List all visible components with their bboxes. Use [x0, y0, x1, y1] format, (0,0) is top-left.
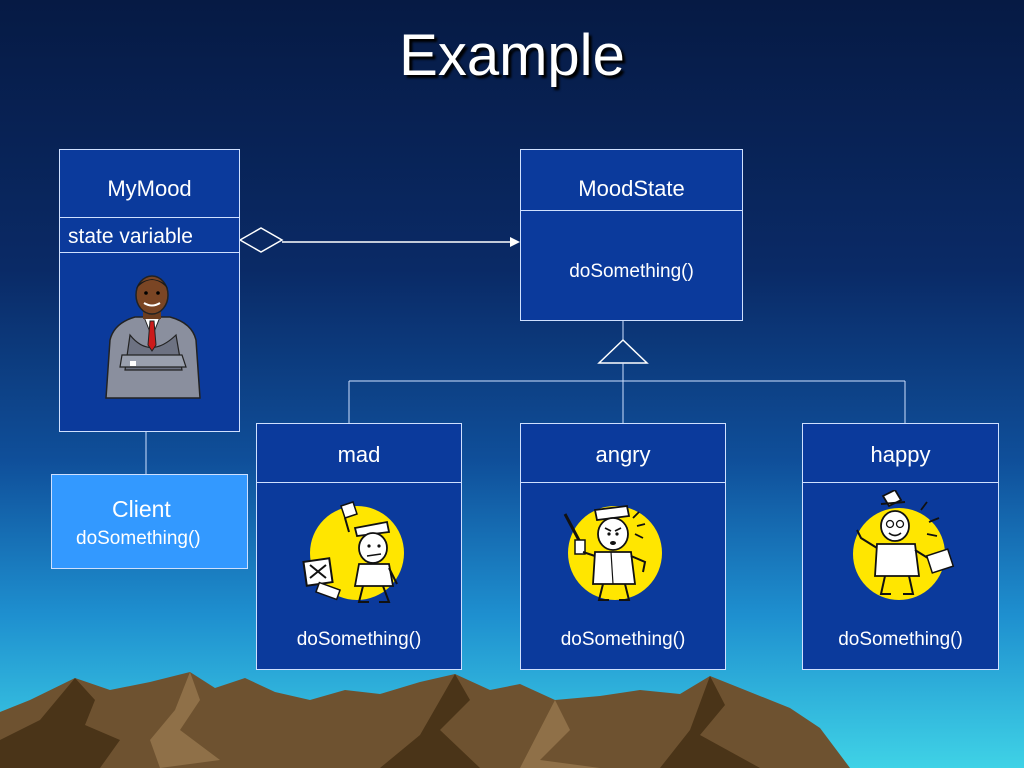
- inheritance-triangle: [597, 338, 649, 364]
- state-divider-mad: [257, 482, 461, 483]
- slide-title: Example: [399, 23, 625, 88]
- state-box-happy[interactable]: happy doSomething(): [802, 423, 999, 670]
- state-method-happy: doSomething(): [838, 629, 963, 650]
- moodstate-class-box[interactable]: MoodState doSomething(): [520, 149, 743, 321]
- mymood-divider-bottom: [60, 252, 239, 253]
- mad-person-icon: [297, 498, 407, 608]
- moodstate-method: doSomething(): [569, 261, 694, 282]
- client-method: doSomething(): [76, 528, 201, 549]
- mountain-range: [0, 672, 850, 768]
- moodstate-class-name: MoodState: [578, 176, 685, 201]
- state-box-mad[interactable]: mad doSomething(): [256, 423, 462, 670]
- state-name-happy: happy: [870, 442, 931, 467]
- state-name-mad: mad: [337, 442, 381, 467]
- state-method-mad: doSomething(): [296, 629, 422, 650]
- mountain-shadow: [0, 674, 760, 768]
- happy-person-icon: [847, 488, 959, 608]
- state-method-angry: doSomething(): [560, 629, 686, 650]
- mymood-class-name: MyMood: [107, 176, 192, 201]
- association-arrowhead: [510, 237, 520, 247]
- mountain-highlight: [150, 672, 600, 768]
- client-box[interactable]: Client doSomething(): [51, 474, 248, 569]
- mymood-class-box[interactable]: MyMood state variable: [59, 149, 240, 432]
- state-box-angry[interactable]: angry doSomething(): [520, 423, 726, 670]
- mymood-state-variable: state variable: [68, 225, 193, 248]
- aggregation-diamond: [238, 227, 284, 253]
- state-divider-happy: [803, 482, 998, 483]
- client-name: Client: [112, 496, 171, 522]
- state-divider-angry: [521, 482, 725, 483]
- mymood-divider-top: [60, 217, 239, 218]
- moodstate-divider: [521, 210, 742, 211]
- angry-person-icon: [559, 498, 669, 608]
- state-name-angry: angry: [595, 442, 651, 467]
- businessman-icon: [100, 275, 205, 400]
